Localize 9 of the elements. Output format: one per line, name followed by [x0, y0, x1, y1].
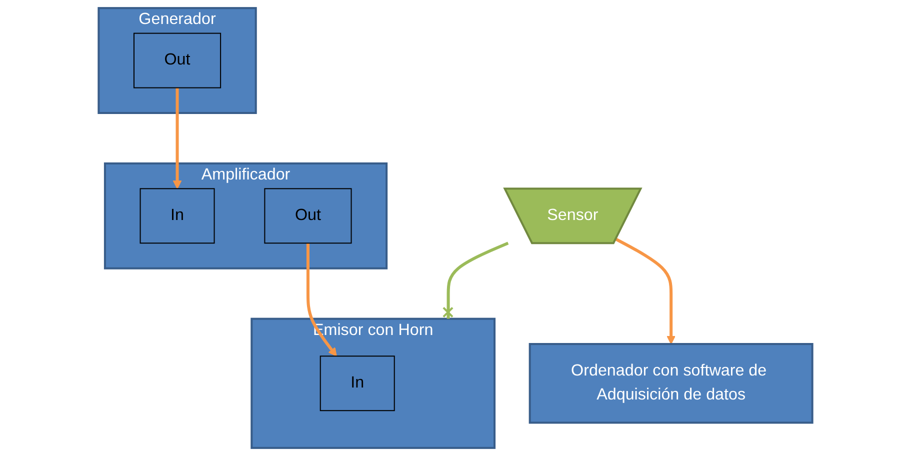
arrow [615, 238, 676, 344]
connector [442, 242, 509, 319]
node-box: Ordenador con software de Adquisición de datos [528, 343, 814, 424]
node-box: In [140, 188, 215, 244]
node-box: Out [133, 32, 222, 88]
node-box: In [320, 356, 395, 412]
arrow [172, 88, 182, 190]
arrow [306, 243, 337, 357]
node-box: Out [264, 188, 352, 244]
